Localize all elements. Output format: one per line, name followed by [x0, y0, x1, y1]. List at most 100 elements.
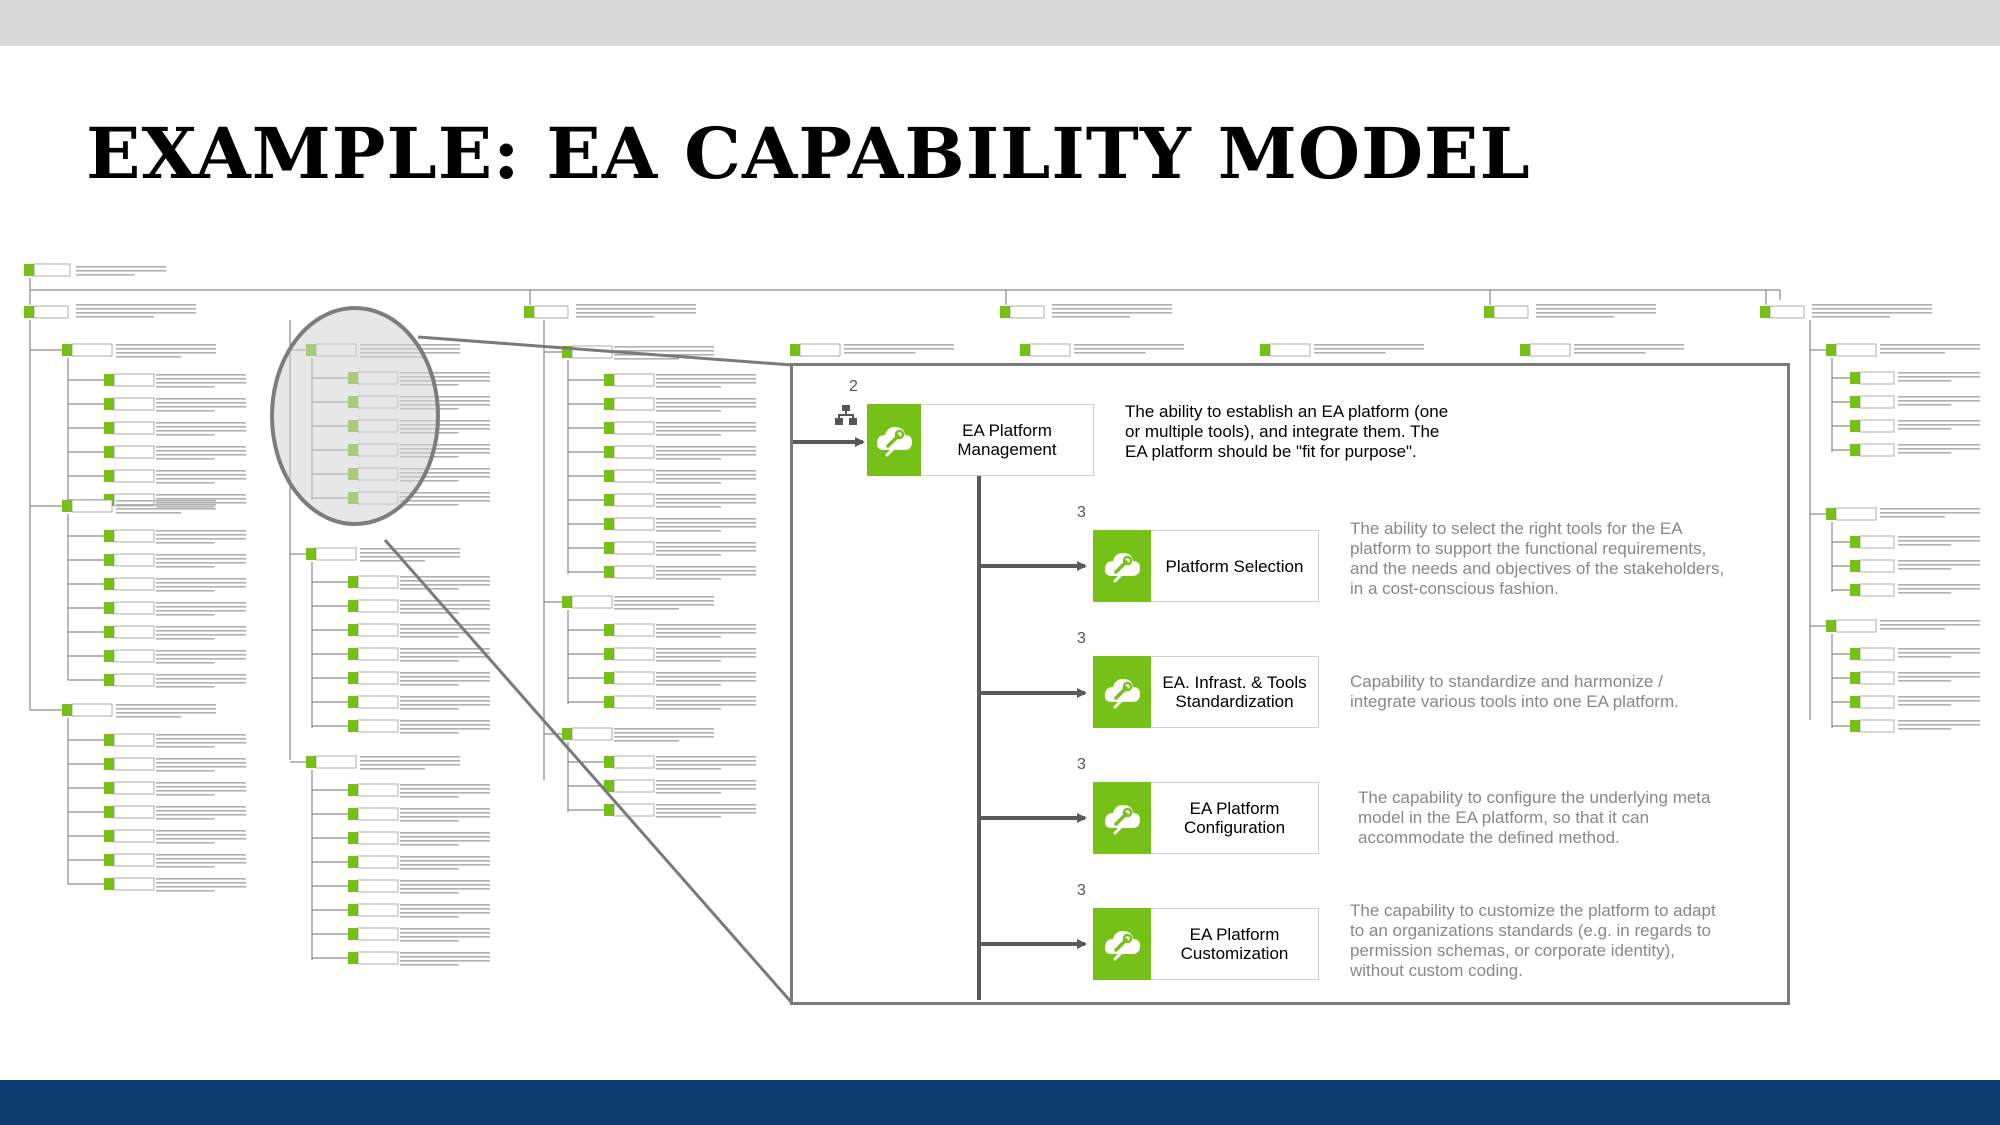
child-node-label-platform-selection[interactable]: Platform Selection	[1151, 530, 1319, 602]
overview-text-line	[656, 684, 721, 686]
overview-text-line	[844, 352, 916, 354]
zoom-line-top	[417, 335, 793, 367]
overview-text-line	[1898, 444, 1980, 446]
overview-text-line	[576, 304, 696, 306]
overview-text-line	[656, 708, 721, 710]
overview-node-icon	[604, 672, 614, 684]
overview-node-icon	[348, 696, 358, 708]
child-node-icon	[1093, 908, 1151, 980]
overview-text-line	[844, 348, 954, 350]
overview-node-icon	[24, 306, 34, 318]
overview-node-icon	[1850, 536, 1860, 548]
overview-node-icon	[104, 446, 114, 458]
overview-text-line	[400, 376, 490, 378]
overview-text-line	[156, 630, 246, 632]
overview-text-line	[614, 604, 714, 606]
overview-node-box	[613, 517, 655, 531]
overview-text-line	[656, 410, 721, 412]
overview-text-line	[156, 502, 246, 504]
overview-text-line	[360, 352, 460, 354]
overview-node-icon	[1850, 396, 1860, 408]
overview-text-line	[614, 358, 679, 360]
overview-node-box	[571, 345, 613, 359]
overview-node-box	[113, 397, 155, 411]
root-node-label[interactable]: EA Platform Management	[921, 404, 1094, 476]
overview-node-icon	[604, 470, 614, 482]
overview-node-box	[1859, 583, 1895, 597]
overview-text-line	[1812, 308, 1932, 310]
overview-node-icon	[348, 576, 358, 588]
overview-text-line	[656, 660, 721, 662]
overview-text-line	[156, 662, 215, 664]
overview-node-box	[357, 623, 399, 637]
bottom-band	[0, 1080, 2000, 1125]
overview-node-box	[113, 649, 155, 663]
overview-text-line	[400, 960, 490, 962]
overview-node-icon	[104, 782, 114, 794]
overview-text-line	[400, 796, 459, 798]
overview-text-line	[614, 608, 679, 610]
overview-text-line	[656, 386, 721, 388]
overview-text-line	[400, 724, 490, 726]
overview-node-box	[357, 807, 399, 821]
overview-node-icon	[348, 648, 358, 660]
overview-text-line	[1898, 696, 1980, 698]
overview-text-line	[656, 526, 756, 528]
overview-text-line	[156, 818, 215, 820]
child-node-label-platform-customization[interactable]: EA Platform Customization	[1151, 908, 1319, 980]
overview-text-line	[656, 406, 756, 408]
overview-node-icon	[62, 500, 72, 512]
overview-node-icon	[306, 344, 316, 356]
overview-text-line	[1898, 424, 1980, 426]
overview-text-line	[156, 426, 246, 428]
overview-node-icon	[604, 756, 614, 768]
overview-node-icon	[348, 952, 358, 964]
overview-node-box	[357, 575, 399, 589]
overview-node-box	[357, 783, 399, 797]
overview-node-box	[1769, 305, 1805, 319]
overview-text-line	[400, 728, 490, 730]
child-node-label-tools-standardization[interactable]: EA. Infrast. & Tools Standardization	[1151, 656, 1319, 728]
overview-text-line	[400, 504, 459, 506]
overview-text-line	[156, 806, 246, 808]
overview-text-line	[656, 700, 756, 702]
overview-node-icon	[104, 878, 114, 890]
overview-text-line	[400, 580, 490, 582]
overview-text-line	[156, 562, 246, 564]
overview-node-icon	[1850, 420, 1860, 432]
child-node-label-platform-configuration[interactable]: EA Platform Configuration	[1151, 782, 1319, 854]
overview-text-line	[116, 716, 181, 718]
overview-node-icon	[306, 548, 316, 560]
overview-text-line	[656, 550, 756, 552]
overview-text-line	[1898, 452, 1952, 454]
overview-text-line	[656, 632, 756, 634]
overview-text-line	[1898, 584, 1980, 586]
overview-node-icon	[104, 530, 114, 542]
overview-text-line	[400, 844, 459, 846]
overview-text-line	[1812, 312, 1932, 314]
overview-text-line	[400, 696, 490, 698]
overview-text-line	[400, 932, 490, 934]
overview-text-line	[1880, 620, 1980, 622]
overview-text-line	[656, 546, 756, 548]
overview-text-line	[156, 434, 215, 436]
overview-text-line	[156, 758, 246, 760]
overview-node-icon	[1000, 306, 1010, 318]
overview-text-line	[400, 632, 490, 634]
overview-text-line	[400, 452, 490, 454]
overview-node-icon	[604, 804, 614, 816]
overview-node-box	[613, 397, 655, 411]
overview-text-line	[156, 374, 246, 376]
overview-node-box	[357, 395, 399, 409]
overview-node-icon	[604, 696, 614, 708]
overview-text-line	[1880, 508, 1980, 510]
overview-text-line	[156, 430, 246, 432]
overview-text-line	[614, 346, 714, 348]
overview-text-line	[156, 582, 246, 584]
overview-node-icon	[1260, 344, 1270, 356]
overview-node-box	[113, 781, 155, 795]
overview-text-line	[656, 648, 756, 650]
overview-node-icon	[348, 372, 358, 384]
overview-node-box	[1529, 343, 1571, 357]
overview-node-box	[357, 647, 399, 661]
